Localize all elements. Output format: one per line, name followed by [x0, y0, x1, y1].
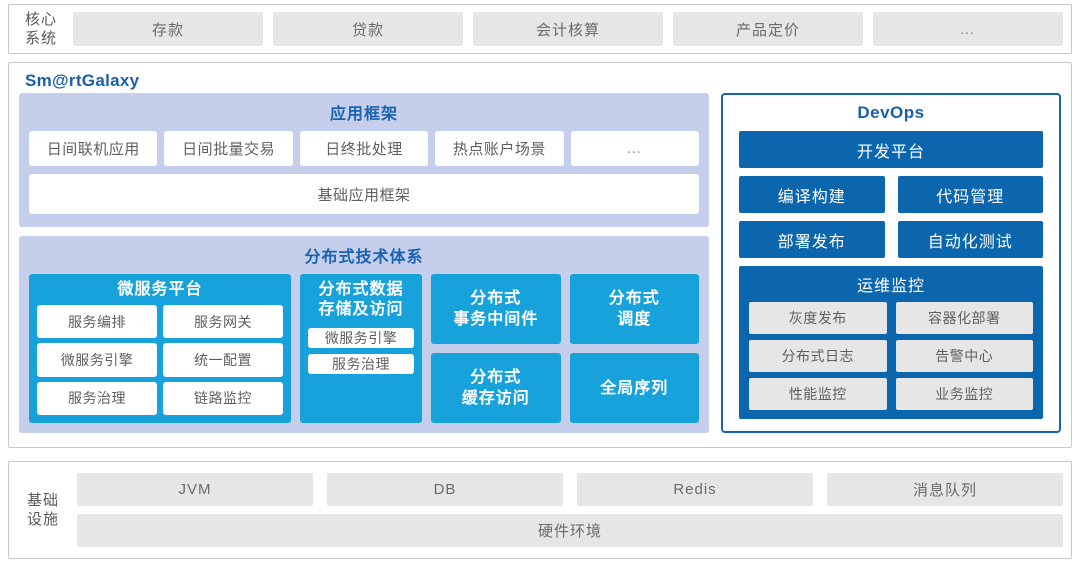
ops-monitoring-title: 运维监控 — [856, 278, 925, 295]
ops-item-gray-release[interactable]: 灰度发布 — [749, 302, 887, 334]
ops-item-performance-monitor[interactable]: 性能监控 — [749, 378, 887, 410]
devops-panel: DevOps 开发平台 编译构建 代码管理 部署发布 自动化测试 运维监控 灰度… — [721, 93, 1061, 433]
app-item-eod-batch[interactable]: 日终批处理 — [299, 131, 429, 166]
ops-item-container-deploy[interactable]: 容器化部署 — [895, 302, 1033, 334]
distributed-data-storage-title-line2: 存储及访问 — [318, 301, 404, 318]
dist-cell-cache-access[interactable]: 分布式 缓存访问 — [431, 353, 561, 423]
dist-cell-transaction-middleware-line2: 事务中间件 — [453, 311, 539, 328]
dist-cell-scheduling-line2: 调度 — [617, 311, 652, 328]
dsa-item-service-governance[interactable]: 服务治理 — [308, 354, 414, 374]
dist-cell-cache-access-line2: 缓存访问 — [461, 390, 530, 407]
core-system-label: 核心 系统 — [15, 10, 67, 48]
core-system-band: 核心 系统 存款 贷款 会计核算 产品定价 … — [8, 4, 1072, 54]
application-framework-panel: 应用框架 日间联机应用 日间批量交易 日终批处理 热点账户场景 … 基础应用框架 — [19, 93, 709, 227]
microservice-platform-box: 微服务平台 服务编排 服务网关 微服务引擎 统一配置 服务治理 链路监控 — [29, 274, 291, 423]
msp-item-service-gateway[interactable]: 服务网关 — [163, 305, 283, 339]
infrastructure-body: JVM DB Redis 消息队列 硬件环境 — [69, 473, 1063, 547]
platform-brand-title: Sm@rtGalaxy — [25, 71, 140, 90]
ops-item-alert-center[interactable]: 告警中心 — [895, 340, 1033, 372]
dist-cell-global-sequence-line1: 全局序列 — [600, 379, 669, 397]
core-item-more[interactable]: … — [873, 12, 1063, 46]
core-item-loan[interactable]: 贷款 — [273, 12, 463, 46]
infrastructure-label-line2: 设施 — [26, 511, 59, 528]
distributed-column-3: 分布式 事务中间件 分布式 缓存访问 — [431, 274, 561, 423]
msp-item-link-monitoring[interactable]: 链路监控 — [163, 381, 283, 415]
dist-cell-global-sequence[interactable]: 全局序列 — [569, 353, 699, 423]
ops-item-business-monitor[interactable]: 业务监控 — [895, 378, 1033, 410]
app-item-daytime-online[interactable]: 日间联机应用 — [29, 131, 158, 166]
infrastructure-items: JVM DB Redis 消息队列 — [77, 473, 1063, 506]
infra-item-db[interactable]: DB — [327, 473, 563, 506]
core-system-items: 存款 贷款 会计核算 产品定价 … — [67, 12, 1065, 46]
core-item-pricing[interactable]: 产品定价 — [673, 12, 863, 46]
application-framework-title: 应用框架 — [329, 106, 398, 123]
platform-body: 应用框架 日间联机应用 日间批量交易 日终批处理 热点账户场景 … 基础应用框架… — [19, 93, 1061, 433]
devops-item-deploy-release[interactable]: 部署发布 — [739, 221, 885, 258]
msp-item-service-governance[interactable]: 服务治理 — [37, 381, 157, 415]
dsa-item-microservice-engine[interactable]: 微服务引擎 — [308, 328, 414, 348]
ops-item-distributed-log[interactable]: 分布式日志 — [749, 340, 887, 372]
platform-left-column: 应用框架 日间联机应用 日间批量交易 日终批处理 热点账户场景 … 基础应用框架… — [19, 93, 709, 433]
distributed-tech-grid: 微服务平台 服务编排 服务网关 微服务引擎 统一配置 服务治理 链路监控 — [29, 274, 699, 423]
microservice-platform-items: 服务编排 服务网关 微服务引擎 统一配置 服务治理 链路监控 — [37, 305, 283, 415]
ops-monitoring-items: 灰度发布 容器化部署 分布式日志 告警中心 性能监控 业务监控 — [749, 302, 1033, 410]
core-system-label-line1: 核心 — [24, 11, 57, 28]
distributed-data-storage-items: 微服务引擎 服务治理 — [308, 328, 414, 415]
dist-cell-scheduling-line1: 分布式 — [608, 290, 660, 307]
app-item-base-framework[interactable]: 基础应用框架 — [29, 174, 699, 214]
core-system-label-line2: 系统 — [24, 30, 57, 47]
distributed-data-storage-box: 分布式数据 存储及访问 微服务引擎 服务治理 — [300, 274, 422, 423]
dist-cell-cache-access-line1: 分布式 — [470, 369, 522, 386]
distributed-data-storage-title: 分布式数据 存储及访问 — [308, 280, 414, 320]
msp-item-service-orchestration[interactable]: 服务编排 — [37, 305, 157, 339]
devops-item-automated-test[interactable]: 自动化测试 — [897, 221, 1043, 258]
infra-item-jvm[interactable]: JVM — [77, 473, 313, 506]
msp-item-unified-config[interactable]: 统一配置 — [163, 343, 283, 377]
core-item-deposit[interactable]: 存款 — [73, 12, 263, 46]
dist-cell-transaction-middleware[interactable]: 分布式 事务中间件 — [431, 274, 561, 344]
platform-right-column: DevOps 开发平台 编译构建 代码管理 部署发布 自动化测试 运维监控 灰度… — [721, 93, 1061, 433]
distributed-data-storage-title-line1: 分布式数据 — [318, 281, 404, 298]
msp-item-microservice-engine[interactable]: 微服务引擎 — [37, 343, 157, 377]
devops-row-1: 编译构建 代码管理 — [739, 176, 1043, 213]
platform-container: Sm@rtGalaxy 应用框架 日间联机应用 日间批量交易 日终批处理 热点账… — [8, 62, 1072, 448]
devops-item-compile-build[interactable]: 编译构建 — [739, 176, 885, 213]
infra-item-hardware-environment[interactable]: 硬件环境 — [77, 514, 1063, 547]
distributed-tech-panel: 分布式技术体系 微服务平台 服务编排 服务网关 微服务引擎 统一配置 服务治理 — [19, 236, 709, 433]
devops-row-2: 部署发布 自动化测试 — [739, 221, 1043, 258]
distributed-tech-title: 分布式技术体系 — [304, 249, 424, 266]
app-item-daytime-batch[interactable]: 日间批量交易 — [164, 131, 293, 166]
core-item-accounting[interactable]: 会计核算 — [473, 12, 663, 46]
distributed-column-4: 分布式 调度 全局序列 — [569, 274, 699, 423]
infra-item-message-queue[interactable]: 消息队列 — [827, 473, 1063, 506]
app-item-hot-account[interactable]: 热点账户场景 — [435, 131, 564, 166]
infra-item-redis[interactable]: Redis — [577, 473, 813, 506]
dist-cell-transaction-middleware-line1: 分布式 — [470, 290, 522, 307]
ops-monitoring-box: 运维监控 灰度发布 容器化部署 分布式日志 告警中心 性能监控 业务监控 — [739, 266, 1043, 419]
devops-title: DevOps — [857, 103, 925, 122]
devops-item-dev-platform[interactable]: 开发平台 — [739, 131, 1043, 168]
infrastructure-label-line1: 基础 — [26, 492, 59, 509]
app-item-more[interactable]: … — [570, 131, 700, 166]
dist-cell-scheduling[interactable]: 分布式 调度 — [569, 274, 699, 344]
infrastructure-label: 基础 设施 — [17, 491, 69, 529]
application-framework-items: 日间联机应用 日间批量交易 日终批处理 热点账户场景 … — [29, 131, 700, 166]
infrastructure-band: 基础 设施 JVM DB Redis 消息队列 硬件环境 — [8, 461, 1072, 559]
devops-item-code-management[interactable]: 代码管理 — [897, 176, 1043, 213]
microservice-platform-title: 微服务平台 — [117, 281, 203, 298]
